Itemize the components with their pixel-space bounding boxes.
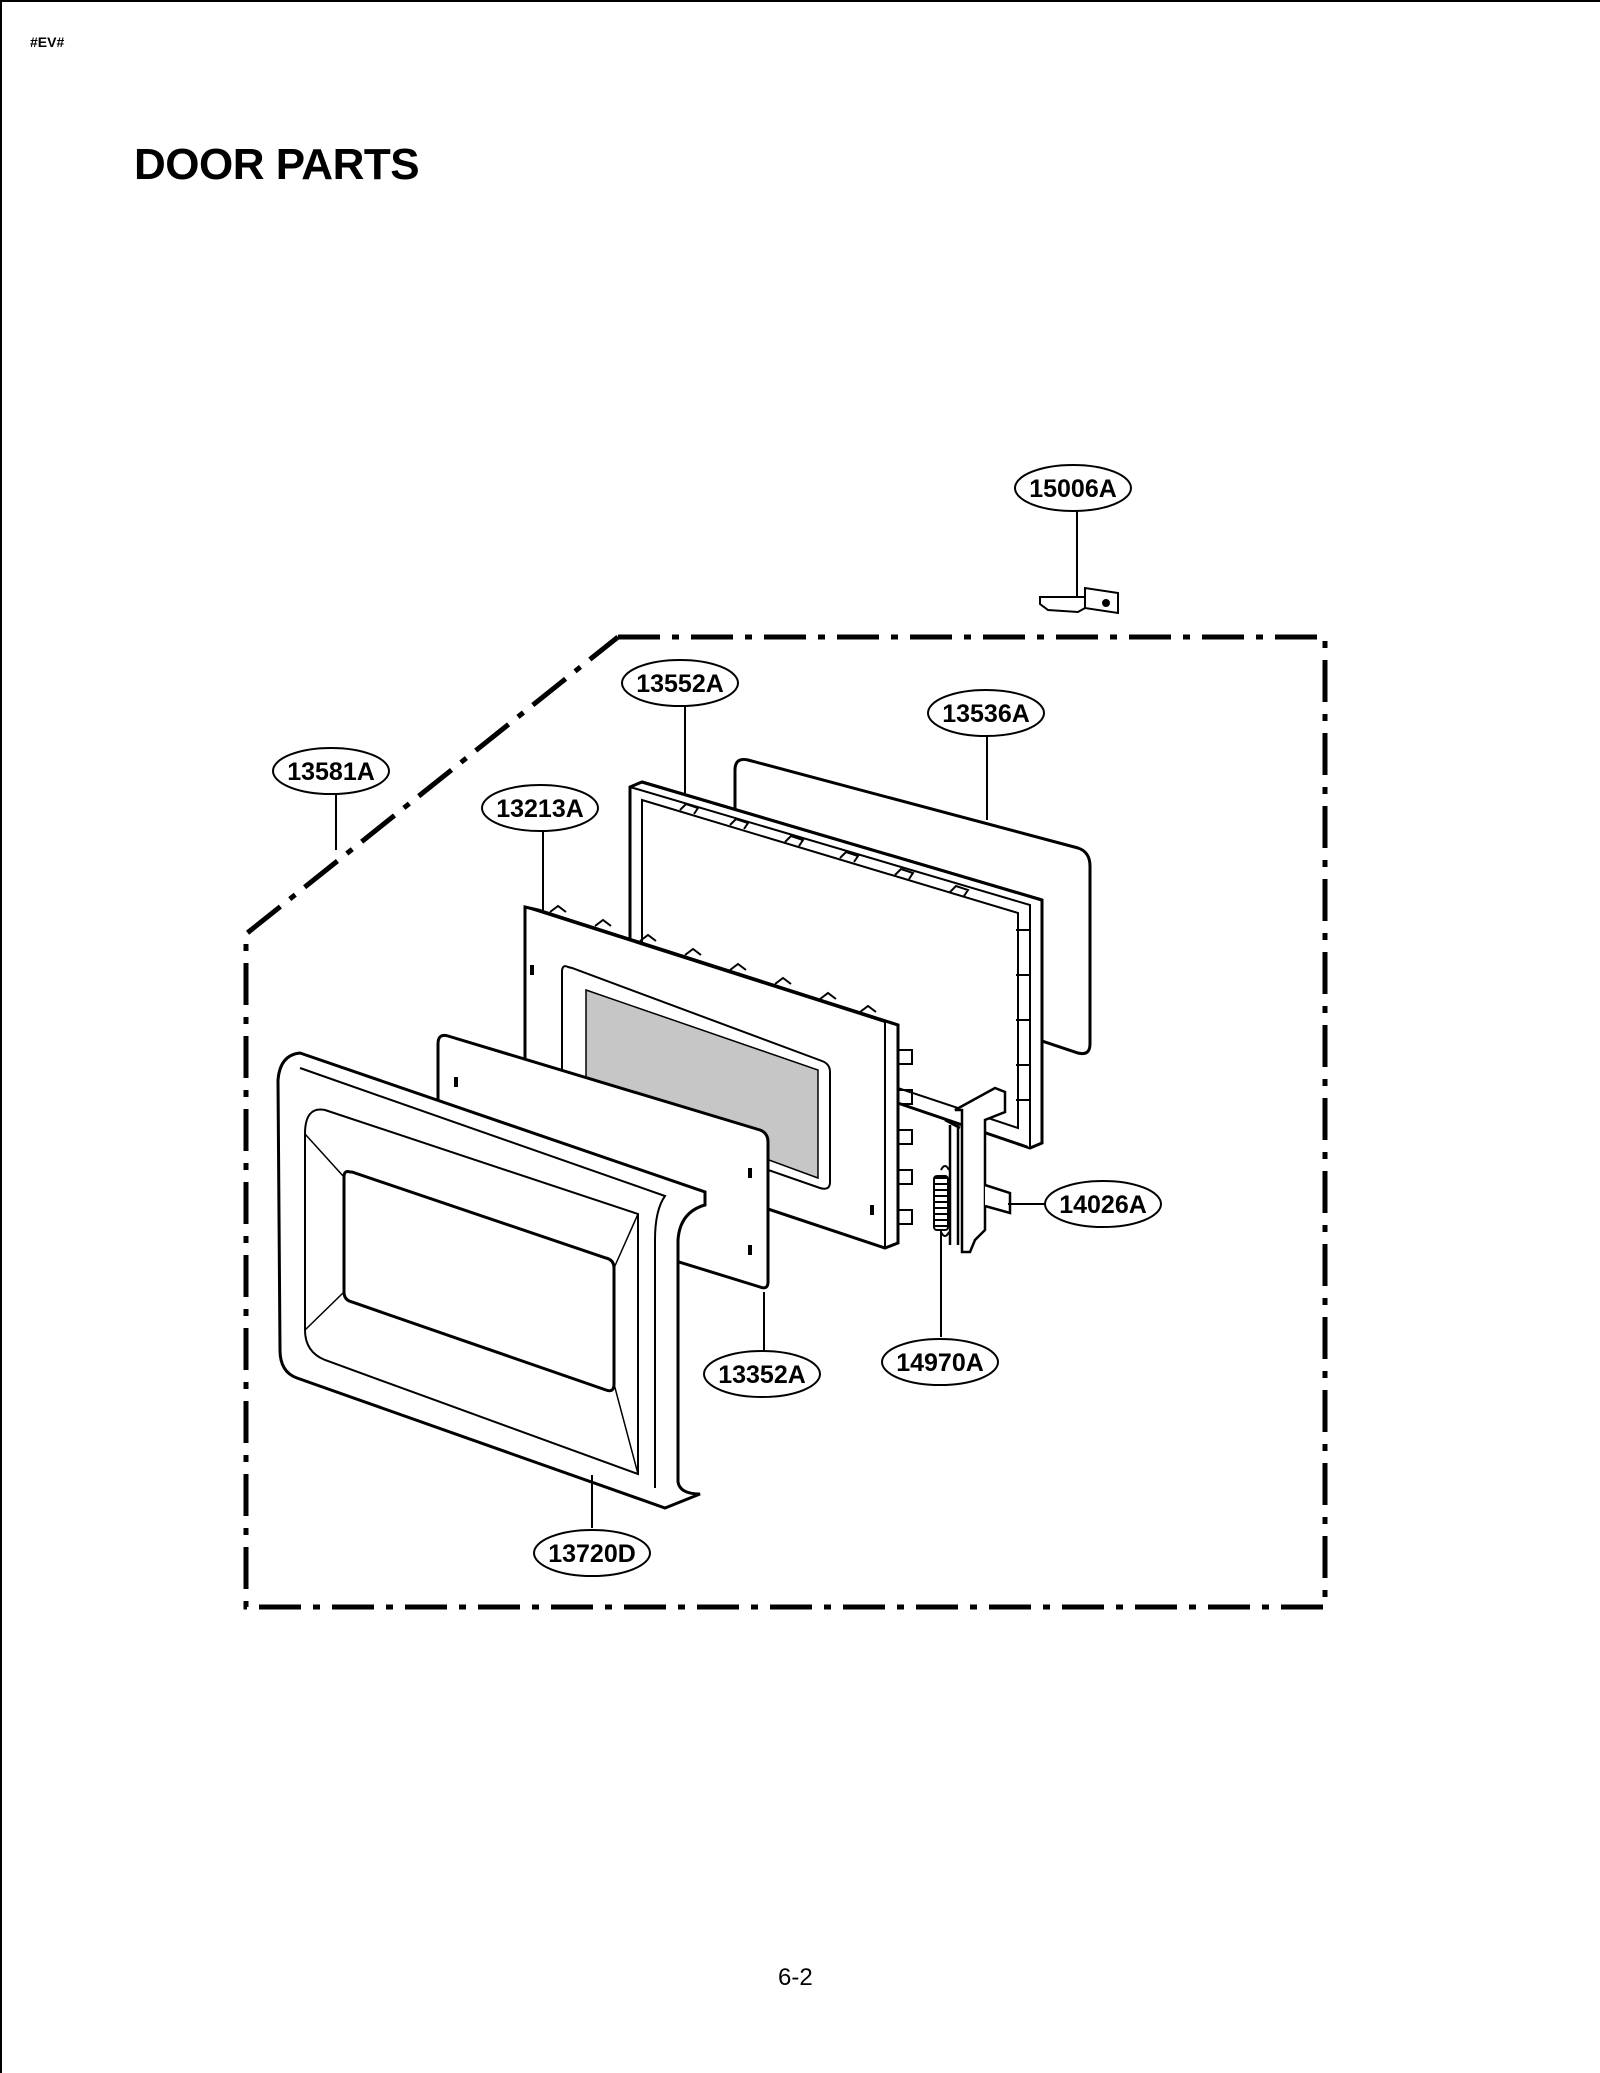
document-code: #EV# (30, 34, 65, 50)
callout-label: 13720D (548, 1540, 636, 1568)
callout-label: 13581A (287, 758, 375, 786)
callout-label: 14970A (896, 1349, 984, 1377)
callout-13720D: 13720D (533, 1529, 651, 1577)
callout-13536A: 13536A (927, 689, 1045, 737)
page-title: DOOR PARTS (134, 140, 420, 189)
callout-13213A: 13213A (481, 784, 599, 832)
part-latch-14026A (944, 1086, 1012, 1254)
callout-15006A: 15006A (1014, 464, 1132, 512)
callout-label: 14026A (1059, 1191, 1147, 1219)
part-frame-13552A (628, 780, 1044, 1150)
part-bracket-15006A (1039, 586, 1119, 615)
page-number: 6-2 (778, 1964, 813, 1991)
callout-14026A: 14026A (1044, 1180, 1162, 1228)
callout-13552A: 13552A (621, 659, 739, 707)
callout-label: 13213A (496, 795, 584, 823)
callout-label: 13352A (718, 1361, 806, 1389)
part-spring-14970A (933, 1165, 950, 1237)
part-door-front-13720D (276, 1051, 707, 1510)
callout-label: 13552A (636, 670, 724, 698)
callout-13581A: 13581A (272, 747, 390, 795)
callout-13352A: 13352A (703, 1350, 821, 1398)
assembly-boundary (243, 634, 1328, 1610)
callout-14970A: 14970A (881, 1338, 999, 1386)
callout-label: 15006A (1029, 475, 1117, 503)
leader-lines (335, 508, 1078, 1528)
callout-label: 13536A (942, 700, 1030, 728)
